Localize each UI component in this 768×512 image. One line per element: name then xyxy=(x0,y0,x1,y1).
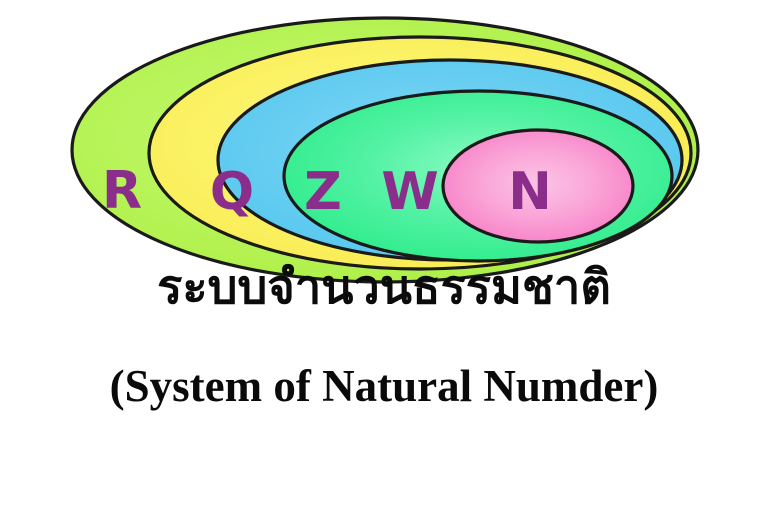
set-ellipse-N xyxy=(441,128,635,244)
set-label-R: R xyxy=(102,161,142,221)
set-label-Z: Z xyxy=(304,162,342,222)
set-label-W: W xyxy=(381,162,438,222)
set-label-Q: Q xyxy=(210,162,254,222)
ellipse-shape-N xyxy=(441,128,635,244)
set-label-N: N xyxy=(508,162,552,222)
